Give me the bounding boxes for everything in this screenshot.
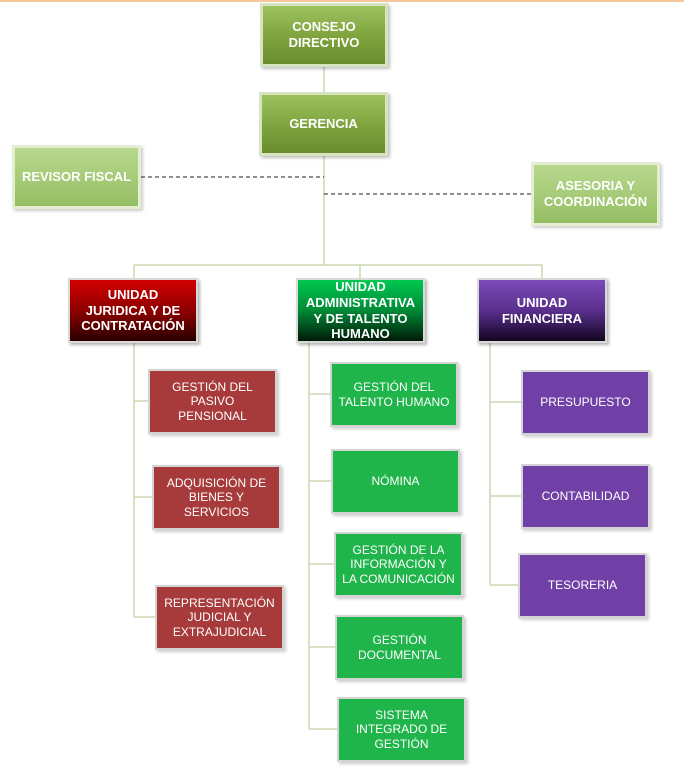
unidad-financiera-label: UNIDAD FINANCIERA bbox=[501, 294, 583, 326]
juridica-item: ADQUISICIÓN DE BIENES Y SERVICIOS bbox=[152, 465, 281, 530]
administrativa-item: GESTIÓN DE LA INFORMACIÓN Y LA COMUNICAC… bbox=[334, 532, 463, 597]
administrativa-item: GESTIÓN DOCUMENTAL bbox=[335, 615, 464, 680]
administrativa-item-label: GESTIÓN DOCUMENTAL bbox=[357, 633, 442, 662]
administrativa-item-label: SISTEMA INTEGRADO DE GESTIÓN bbox=[355, 707, 448, 751]
financiera-item: TESORERIA bbox=[518, 553, 647, 618]
asesoria-label: ASESORIA Y COORDINACIÓN bbox=[543, 178, 648, 209]
revisor-fiscal-label: REVISOR FISCAL bbox=[21, 169, 132, 185]
gerencia-box: GERENCIA bbox=[259, 92, 388, 156]
administrativa-item: SISTEMA INTEGRADO DE GESTIÓN bbox=[337, 697, 466, 762]
unidad-financiera-box: UNIDAD FINANCIERA bbox=[477, 278, 607, 343]
unidad-administrativa-box: UNIDAD ADMINISTRATIVA Y DE TALENTO HUMAN… bbox=[296, 278, 425, 343]
juridica-item-label: GESTIÓN DEL PASIVO PENSIONAL bbox=[172, 379, 253, 423]
administrativa-item-label: NÓMINA bbox=[371, 474, 420, 489]
consejo-directivo-label: CONSEJO DIRECTIVO bbox=[288, 19, 360, 50]
financiera-item-label: TESORERIA bbox=[547, 578, 618, 593]
financiera-item: PRESUPUESTO bbox=[521, 370, 650, 435]
administrativa-item: NÓMINA bbox=[331, 449, 460, 514]
unidad-juridica-label: UNIDAD JURIDICA Y DE CONTRATACIÓN bbox=[81, 287, 185, 334]
administrativa-item-label: GESTIÓN DE LA INFORMACIÓN Y LA COMUNICAC… bbox=[342, 542, 455, 586]
gerencia-label: GERENCIA bbox=[289, 116, 358, 132]
juridica-item: REPRESENTACIÓN JUDICIAL Y EXTRAJUDICIAL bbox=[155, 585, 284, 650]
administrativa-item: GESTIÓN DEL TALENTO HUMANO bbox=[330, 362, 458, 427]
juridica-item-label: REPRESENTACIÓN JUDICIAL Y EXTRAJUDICIAL bbox=[164, 595, 275, 639]
unidad-juridica-box: UNIDAD JURIDICA Y DE CONTRATACIÓN bbox=[68, 278, 198, 343]
financiera-item-label: PRESUPUESTO bbox=[540, 395, 631, 410]
asesoria-box: ASESORIA Y COORDINACIÓN bbox=[531, 162, 660, 226]
unidad-administrativa-label: UNIDAD ADMINISTRATIVA Y DE TALENTO HUMAN… bbox=[305, 279, 416, 342]
juridica-item: GESTIÓN DEL PASIVO PENSIONAL bbox=[148, 369, 277, 434]
revisor-fiscal-box: REVISOR FISCAL bbox=[12, 145, 141, 209]
juridica-item-label: ADQUISICIÓN DE BIENES Y SERVICIOS bbox=[166, 475, 267, 519]
financiera-item-label: CONTABILIDAD bbox=[541, 489, 630, 504]
administrativa-item-label: GESTIÓN DEL TALENTO HUMANO bbox=[338, 380, 450, 409]
consejo-directivo-box: CONSEJO DIRECTIVO bbox=[260, 3, 388, 67]
top-border-line bbox=[0, 0, 684, 2]
financiera-item: CONTABILIDAD bbox=[521, 464, 650, 529]
